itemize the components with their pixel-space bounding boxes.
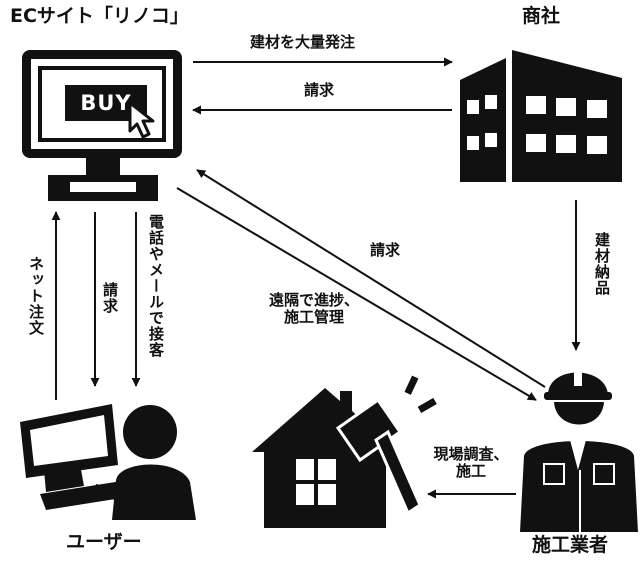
ec-site-monitor-icon [22,50,182,201]
deliver-materials-label: 建材納品 [593,232,611,296]
remote-management-label: 遠隔で進捗、施工管理 [268,291,359,327]
billing-user-label: 請求 [101,282,119,314]
billing-contractor-label: 請求 [370,241,401,259]
user-computer-icon [20,404,134,510]
contractor-worker-icon [520,364,638,532]
billing-trader-label: 請求 [304,81,335,99]
site-survey-label: 現場調査、施工 [433,445,509,481]
online-order-label: ネット注文 [27,256,45,336]
order-materials-label: 建材を大量発注 [250,33,356,51]
arrow-billing-contractor [196,169,546,388]
customer-service-label: 電話やメールで接客 [147,214,165,358]
buy-button-text: BUY [80,91,131,115]
office-building-icon [460,50,622,182]
cursor-icon [128,101,155,139]
user-label: ユーザー [66,531,142,553]
trading-company-label: 商社 [522,5,561,27]
contractor-label: 施工業者 [532,534,609,556]
ec-site-label: ECサイト「リノコ」 [10,5,189,27]
arrow-remote-management [176,187,537,401]
user-person-icon [94,405,196,520]
hammer-icon [335,375,437,516]
